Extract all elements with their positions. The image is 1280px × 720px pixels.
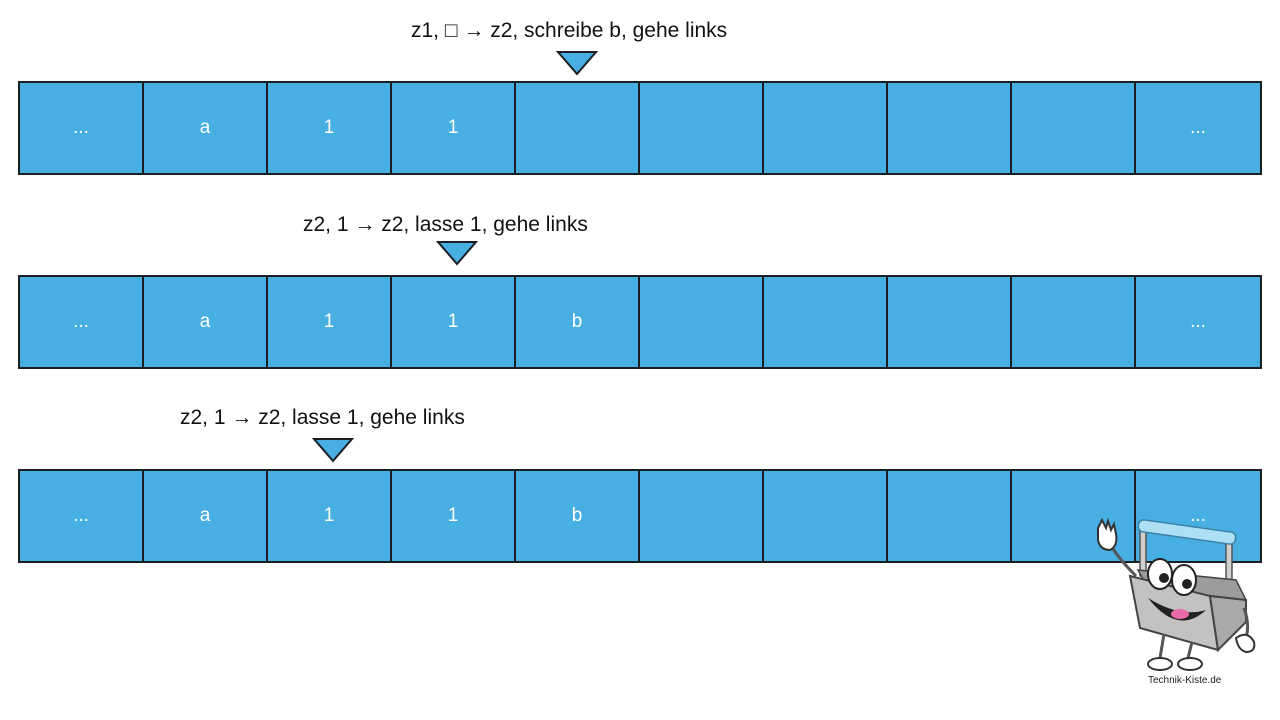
tape-cell: ...	[20, 83, 144, 173]
tape-cell: 1	[392, 471, 516, 561]
tape-cell: b	[516, 471, 640, 561]
tape-cell	[516, 83, 640, 173]
tape-cell	[1012, 277, 1136, 367]
tape-cell	[888, 277, 1012, 367]
tape-cell	[764, 277, 888, 367]
tape-cell: ...	[1190, 117, 1206, 138]
tape-cell: ...	[1190, 311, 1206, 332]
tape-cell: a	[144, 471, 268, 561]
tape-cell: ...	[20, 277, 144, 367]
tape-cell	[640, 83, 764, 173]
logo-text: Technik-Kiste.de	[1148, 675, 1222, 686]
tape-cell: a	[144, 83, 268, 173]
tape-cell: ...	[1190, 505, 1206, 526]
step-2-tape: ... a 1 1 b ...	[18, 275, 1262, 369]
tape-cell	[888, 471, 1012, 561]
tape-cell: ...	[20, 471, 144, 561]
step-3-caption: z2, 1 → z2, lasse 1, gehe links	[180, 406, 465, 429]
tape-cell: b	[516, 277, 640, 367]
step-2-caption: z2, 1 → z2, lasse 1, gehe links	[303, 213, 588, 236]
tape-cell: 1	[392, 277, 516, 367]
tape-cell	[640, 277, 764, 367]
tape-cell: 1	[268, 277, 392, 367]
tape-cell	[764, 83, 888, 173]
tape-cell: 1	[268, 471, 392, 561]
tape-cell: a	[144, 277, 268, 367]
tape-cell	[764, 471, 888, 561]
toolbox-mascot-icon	[1088, 517, 1258, 688]
tape-cell	[640, 471, 764, 561]
tape-cell	[1012, 83, 1136, 173]
tape-cell: 1	[268, 83, 392, 173]
tape-cell: 1	[392, 83, 516, 173]
tape-cell	[1012, 471, 1136, 561]
step-1-caption: z1, □ → z2, schreibe b, gehe links	[411, 19, 728, 42]
step-3-tape: ... a 1 1 b ...	[18, 469, 1262, 563]
tape-cell	[888, 83, 1012, 173]
step-1-tape: ... a 1 1 ...	[18, 81, 1262, 175]
